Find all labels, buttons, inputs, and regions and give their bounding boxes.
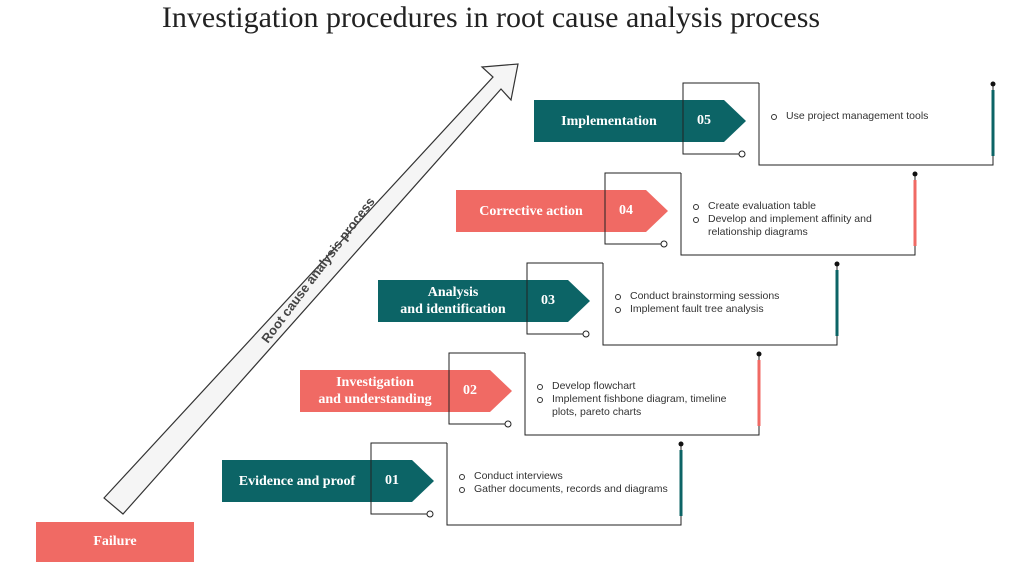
step-number: 03 [541,293,555,308]
step-accent-dot [990,81,996,87]
root-cause-arrow [103,63,519,515]
step-number: 01 [385,473,399,488]
step-accent-bar [757,360,761,426]
step-number: 02 [463,383,477,398]
step-number-frame [370,442,447,515]
step-bullet: Conduct interviews [458,470,668,483]
step-bullet: Implement fault tree analysis [614,303,824,316]
step-number-frame [604,172,681,245]
step-accent-dot [756,351,762,357]
step-accent-bar [679,450,683,516]
step-accent-bar [991,90,995,156]
step-bullet: Gather documents, records and diagrams [458,483,668,496]
step-banner [300,370,512,412]
step-number-frame [526,262,603,335]
step-label: Analysis and identification [400,285,506,317]
step-bullet: Create evaluation table [692,200,902,213]
step-text-box [758,83,994,166]
step-number-frame [448,352,525,425]
step-label: Corrective action [479,203,583,219]
steps-graphics [222,81,996,526]
step-accent-dot [834,261,840,267]
step-accent-dot [912,171,918,177]
step-number: 04 [619,203,633,218]
step-bullet-list: Use project management tools [770,110,980,123]
step-connector-dot [426,510,434,518]
step-accent-dot [678,441,684,447]
step-accent-bar [913,180,917,246]
step-bullet: Develop and implement affinity and relat… [692,213,902,239]
step-connector-dot [504,420,512,428]
step-connector-dot [582,330,590,338]
step-label: Implementation [561,113,657,129]
step-bullet: Conduct brainstorming sessions [614,290,824,303]
failure-box: Failure [36,522,194,562]
step-banner [378,280,590,322]
step-banner [534,100,746,142]
step-accent-bar [835,270,839,336]
step-banner [222,460,434,502]
step-banner [456,190,668,232]
step-bullet: Implement fishbone diagram, timeline plo… [536,393,746,419]
step-bullet: Develop flowchart [536,380,746,393]
step-connector-dot [738,150,746,158]
page-title: Investigation procedures in root cause a… [161,1,821,34]
step-connector-dot [660,240,668,248]
step-number: 05 [697,113,711,128]
step-number-frame [682,82,759,155]
failure-label: Failure [93,534,137,549]
step-label: Evidence and proof [238,473,356,489]
step-bullet: Use project management tools [770,110,980,123]
step-label: Investigation and understanding [318,375,432,407]
